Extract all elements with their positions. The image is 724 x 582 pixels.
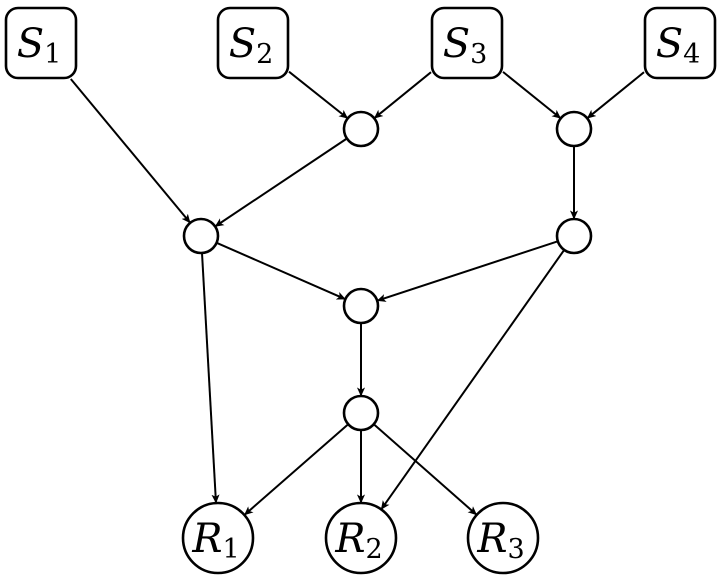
node-d (555, 217, 593, 255)
receiver-circle (466, 501, 540, 575)
node-label: S2 (229, 21, 274, 70)
relay-node-circle (342, 394, 380, 432)
node-label-letter: S (17, 21, 44, 67)
node-S2: S2 (216, 6, 290, 80)
edge-S3-to-a (373, 71, 432, 120)
relay-node-circle (342, 287, 380, 325)
node-R1: R1 (181, 501, 255, 575)
node-label: S3 (443, 21, 488, 70)
edge-c-to-R1 (201, 252, 220, 504)
receiver-circle (181, 501, 255, 575)
edge-a-to-c (214, 137, 348, 228)
node-label: R1 (191, 516, 239, 565)
node-label-subscript: 2 (365, 534, 382, 565)
node-S4: S4 (643, 6, 717, 80)
node-label: S1 (17, 21, 62, 70)
node-label: S4 (656, 21, 701, 70)
node-b (555, 110, 593, 148)
relay-node-circle (182, 217, 220, 255)
edge-d-to-R2 (380, 249, 566, 510)
node-label-subscript: 3 (470, 39, 487, 70)
source-box (4, 6, 78, 80)
edge-f-to-R1 (243, 423, 349, 516)
node-label-subscript: 2 (256, 39, 273, 70)
relay-node-circle (342, 110, 380, 148)
node-label-subscript: 4 (683, 39, 700, 70)
node-label-subscript: 3 (507, 534, 524, 565)
node-label-letter: R (334, 516, 365, 562)
edge-c-to-e (216, 241, 346, 301)
node-R2: R2 (324, 501, 398, 575)
edge-d-to-e (376, 240, 559, 302)
edge-S4-to-b (586, 71, 645, 120)
source-box (430, 6, 504, 80)
edge-f-to-R3 (373, 423, 478, 516)
node-label-letter: S (656, 21, 683, 67)
node-R3: R3 (466, 501, 540, 575)
source-box (216, 6, 290, 80)
relay-node-circle (555, 110, 593, 148)
node-label-letter: R (191, 516, 222, 562)
receiver-circle (324, 501, 398, 575)
node-c (182, 217, 220, 255)
node-S3: S3 (430, 6, 504, 80)
node-e (342, 287, 380, 325)
edge-S1-to-c (70, 78, 191, 224)
node-S1: S1 (4, 6, 78, 80)
relay-node-circle (555, 217, 593, 255)
source-box (643, 6, 717, 80)
node-label-letter: R (476, 516, 507, 562)
node-f (342, 394, 380, 432)
node-label-letter: S (229, 21, 256, 67)
node-label: R2 (334, 516, 382, 565)
node-a (342, 110, 380, 148)
node-label-letter: S (443, 21, 470, 67)
edges-layer (70, 70, 645, 516)
edge-S3-to-b (502, 71, 562, 120)
node-label-subscript: 1 (222, 534, 239, 565)
node-label-subscript: 1 (44, 39, 61, 70)
edge-S2-to-a (288, 70, 349, 120)
node-label: R3 (476, 516, 524, 565)
